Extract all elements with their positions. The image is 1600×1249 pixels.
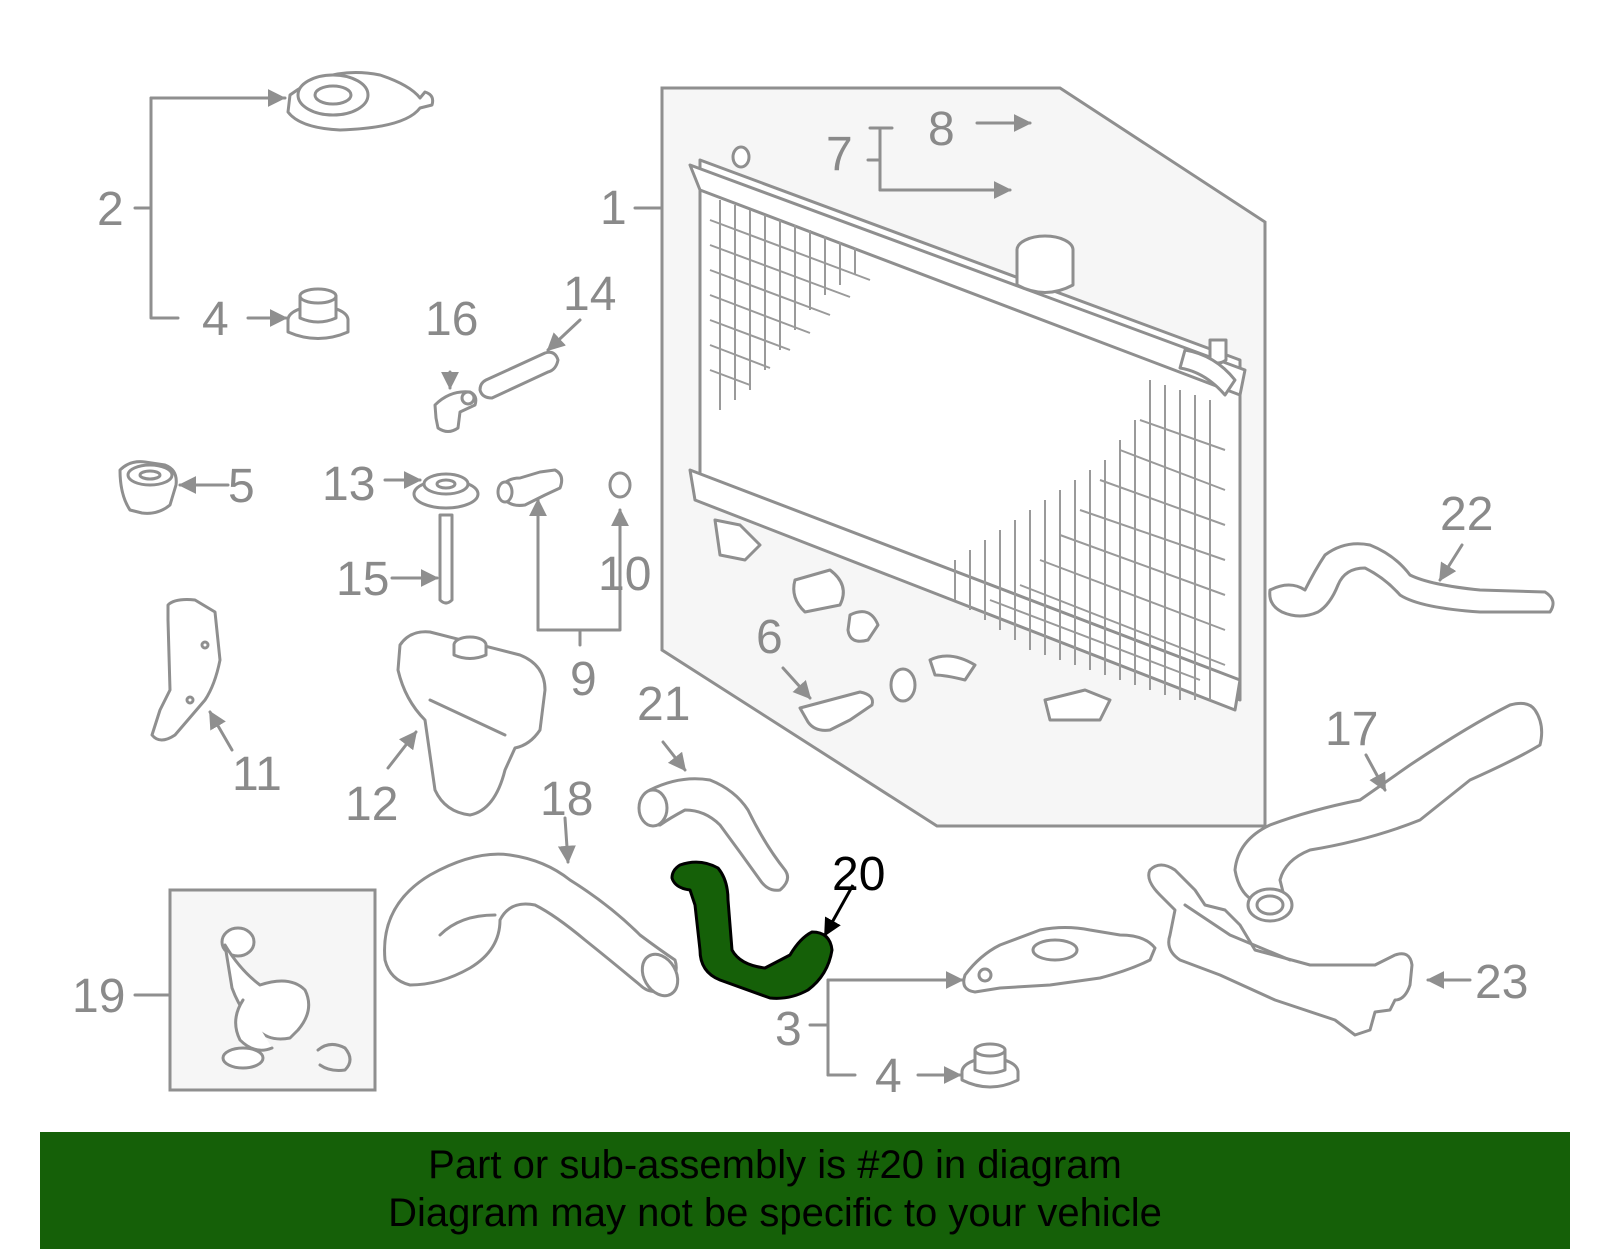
callout-11: 11 (232, 748, 282, 801)
callout-7: 7 (826, 128, 853, 181)
callout-6: 6 (756, 611, 783, 664)
callout-18: 18 (540, 773, 593, 826)
part-14-hose (478, 350, 560, 400)
part-16-fitting (433, 390, 478, 433)
callout-3: 3 (775, 1003, 802, 1056)
part-17-hose (1233, 701, 1544, 923)
callout-14: 14 (563, 268, 616, 321)
callout-22: 22 (1440, 488, 1493, 541)
part-21-hose (637, 777, 790, 892)
callout-23: 23 (1475, 956, 1528, 1009)
part-11-bracket (150, 598, 222, 742)
leader-lines (133, 89, 1472, 1084)
part-20-hose-highlighted[interactable] (670, 860, 834, 1000)
callout-1: 1 (600, 182, 627, 235)
callout-2: 2 (97, 183, 124, 236)
part-15-tube (438, 513, 454, 605)
callout-5: 5 (228, 460, 255, 513)
part-9-sensor (496, 468, 564, 507)
part-6-drain (798, 667, 917, 732)
callout-4-bottom: 4 (875, 1050, 902, 1103)
part-2-cap (286, 71, 435, 132)
callout-labels: 1 2 3 4 4 5 6 7 8 9 10 11 12 13 14 15 16… (72, 103, 1528, 1103)
callout-4-top: 4 (202, 293, 229, 346)
part-13-cap (412, 472, 480, 510)
callout-15: 15 (336, 553, 389, 606)
part-3-housing (962, 926, 1157, 994)
radiator-assembly (688, 145, 1247, 722)
callout-20: 20 (832, 848, 885, 901)
callout-10: 10 (598, 548, 651, 601)
part-22-hose (1268, 542, 1555, 618)
callout-19: 19 (72, 970, 125, 1023)
info-banner: Part or sub-assembly is #20 in diagram D… (40, 1132, 1570, 1249)
part-23-pipe (1147, 863, 1414, 1037)
part-4-cap-top (286, 287, 350, 340)
banner-line-2: Diagram may not be specific to your vehi… (388, 1191, 1162, 1235)
callout-9: 9 (570, 653, 597, 706)
part-19-thermostat (220, 926, 352, 1072)
part-4-cap-bottom (960, 1042, 1020, 1089)
part-5-grommet (118, 460, 178, 515)
callout-17: 17 (1325, 703, 1378, 756)
callout-21: 21 (637, 678, 690, 731)
part-12-reservoir (396, 630, 547, 817)
part-10-oring (608, 471, 632, 499)
part-18-hose (383, 852, 680, 998)
callout-12: 12 (345, 778, 398, 831)
callout-13: 13 (322, 458, 375, 511)
banner-line-1: Part or sub-assembly is #20 in diagram (428, 1143, 1122, 1187)
callout-16: 16 (425, 293, 478, 346)
callout-8: 8 (928, 103, 955, 156)
